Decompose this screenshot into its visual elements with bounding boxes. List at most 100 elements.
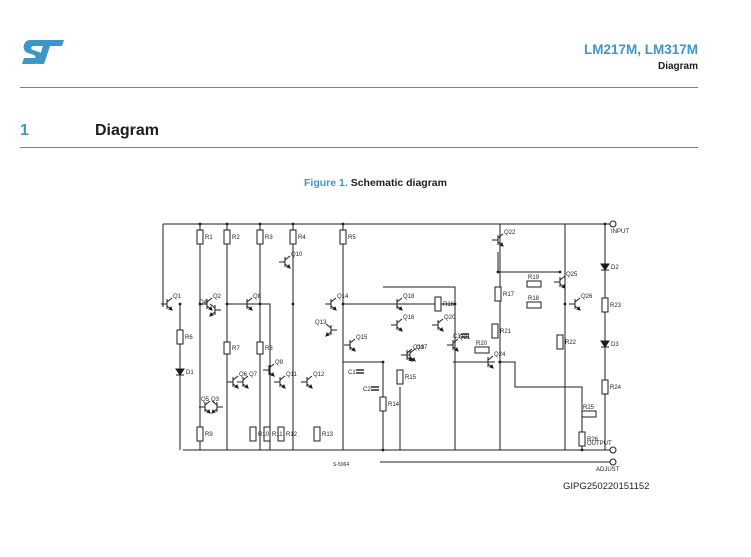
resistor-label: R23 <box>610 303 622 309</box>
transistor-q26 <box>569 297 581 311</box>
section-title: Diagram <box>95 122 160 139</box>
resistor-r11 <box>263 426 271 442</box>
resistor-r1 <box>196 229 204 245</box>
resistor-r3 <box>256 229 264 245</box>
diode-d1 <box>175 368 185 376</box>
resistor-label: R8 <box>265 346 273 352</box>
transistor-q24 <box>482 355 494 369</box>
resistor-label: R25 <box>583 405 595 411</box>
transistor-label: Q8 <box>253 294 262 300</box>
resistor-r23 <box>601 297 609 313</box>
transistor-label: Q7 <box>249 372 258 378</box>
resistor-label: R21 <box>500 329 512 335</box>
transistor-q4 <box>209 303 221 317</box>
output-label: OUTPUT <box>587 441 612 447</box>
transistor-q13 <box>325 323 337 337</box>
resistor-label: R12 <box>286 432 298 438</box>
resistor-r20 <box>474 346 490 354</box>
section-number: 1 <box>20 122 29 139</box>
resistor-label: R7 <box>232 346 240 352</box>
transistor-q15 <box>344 338 356 352</box>
resistor-r15 <box>396 369 404 385</box>
resistor-r25 <box>581 410 597 418</box>
transistor-q6 <box>227 375 239 389</box>
resistor-r12 <box>277 426 285 442</box>
resistor-label: R22 <box>565 340 577 346</box>
resistor-r9 <box>196 426 204 442</box>
capacitor-c3 <box>461 333 469 338</box>
resistor-label: R9 <box>205 432 213 438</box>
resistor-label: R26 <box>587 437 599 443</box>
adjust-terminal <box>609 458 617 466</box>
transistor-q5 <box>211 400 223 414</box>
transistor-label: Q1 <box>173 294 182 300</box>
resistor-r26 <box>578 431 586 447</box>
transistor-q21 <box>447 338 459 352</box>
resistor-r21 <box>491 323 499 339</box>
drawing-code-label: S-5064 <box>333 462 349 468</box>
resistor-label: R2 <box>232 235 240 241</box>
transistor-label: Q18 <box>403 294 415 300</box>
resistor-r10 <box>249 426 257 442</box>
transistor-q1 <box>161 297 173 311</box>
input-label: INPUT <box>611 229 629 235</box>
transistor-label: Q13 <box>315 320 327 326</box>
transistor-label: Q14 <box>337 294 349 300</box>
transistor-label: Q22 <box>504 230 516 236</box>
transistor-label: Q12 <box>313 372 325 378</box>
resistor-label: R10 <box>258 432 270 438</box>
resistor-label: R18 <box>528 296 540 302</box>
resistor-label: R4 <box>298 235 306 241</box>
figure-reference-id: GIPG250220151152 <box>563 481 650 492</box>
resistor-r22 <box>556 334 564 350</box>
resistor-label: R24 <box>610 385 622 391</box>
transistor-q18 <box>391 297 403 311</box>
resistor-label: R3 <box>265 235 273 241</box>
resistor-label: R1 <box>205 235 213 241</box>
transistor-q7 <box>237 375 249 389</box>
transistor-q14 <box>325 297 337 311</box>
transistor-q19 <box>401 348 413 362</box>
adjust-label: ADJUST <box>596 467 620 473</box>
capacitor-c2 <box>371 386 379 391</box>
diode-label: D1 <box>186 370 194 376</box>
transistor-label: Q16 <box>403 315 415 321</box>
section-divider <box>20 147 698 148</box>
capacitor-label: C2 <box>363 387 371 393</box>
transistor-label: Q20 <box>444 315 456 321</box>
diode-label: D3 <box>611 342 619 348</box>
transistor-label: Q24 <box>494 352 506 358</box>
resistor-r2 <box>223 229 231 245</box>
resistor-r5 <box>339 229 347 245</box>
resistor-r6 <box>176 329 184 345</box>
transistor-label: Q10 <box>291 252 303 258</box>
transistor-q8 <box>241 297 253 311</box>
header-section-name: Diagram <box>657 61 698 72</box>
transistor-label: Q17 <box>416 345 428 351</box>
transistor-label: Q26 <box>581 294 593 300</box>
transistor-q16 <box>391 318 403 332</box>
resistor-r18 <box>526 301 542 309</box>
resistor-label: R19 <box>528 275 540 281</box>
resistor-label: R14 <box>388 402 400 408</box>
st-logo-icon <box>22 40 64 64</box>
diode-d3 <box>600 340 610 348</box>
transistor-q25 <box>554 275 566 289</box>
resistor-r13 <box>313 426 321 442</box>
capacitor-c1 <box>356 369 364 374</box>
transistor-label: Q2 <box>213 294 222 300</box>
resistor-r17 <box>494 286 502 302</box>
transistor-q20 <box>432 318 444 332</box>
figure-number: Figure 1. <box>304 177 348 189</box>
transistor-q9 <box>263 363 275 377</box>
figure-caption: Figure 1. Schematic diagram <box>0 177 751 189</box>
resistor-label: R5 <box>348 235 356 241</box>
transistor-label: Q6 <box>239 372 248 378</box>
resistor-label: R17 <box>503 292 515 298</box>
resistor-r19 <box>526 280 542 288</box>
transistor-q12 <box>301 375 313 389</box>
resistor-label: R13 <box>322 432 334 438</box>
output-terminal <box>609 446 617 454</box>
resistor-r24 <box>601 379 609 395</box>
